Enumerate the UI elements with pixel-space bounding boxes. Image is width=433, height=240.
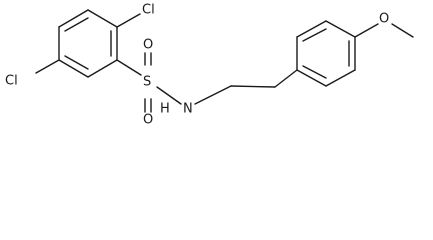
bond-ring-sulfur bbox=[116, 59, 142, 76]
bond-s-n bbox=[156, 86, 182, 105]
atom-oxygen-methoxy: O bbox=[379, 12, 389, 27]
bond-ch2-ch2 bbox=[230, 85, 276, 88]
dichlorophenyl-ring bbox=[58, 9, 118, 78]
atom-oxygen-bottom: O bbox=[143, 113, 153, 128]
atom-hydrogen: H bbox=[160, 102, 170, 117]
atom-cl-top: Cl bbox=[142, 3, 155, 18]
bond-ring-o-methoxy bbox=[354, 23, 379, 38]
bond-ring-cl-left bbox=[35, 59, 60, 74]
atom-oxygen-top: O bbox=[143, 38, 153, 53]
atom-cl-left: Cl bbox=[5, 74, 18, 89]
bond-ch2-ring bbox=[274, 69, 298, 88]
bond-o-ch3 bbox=[391, 23, 414, 38]
atom-sulfur: S bbox=[143, 75, 151, 90]
bond-ring-cl-top bbox=[116, 13, 141, 28]
bond-n-ch2 bbox=[194, 85, 232, 105]
atom-nitrogen: N bbox=[183, 102, 193, 117]
methoxyphenyl-ring bbox=[296, 20, 356, 87]
chemical-structure: Cl Cl S O O N H O bbox=[5, 3, 414, 128]
